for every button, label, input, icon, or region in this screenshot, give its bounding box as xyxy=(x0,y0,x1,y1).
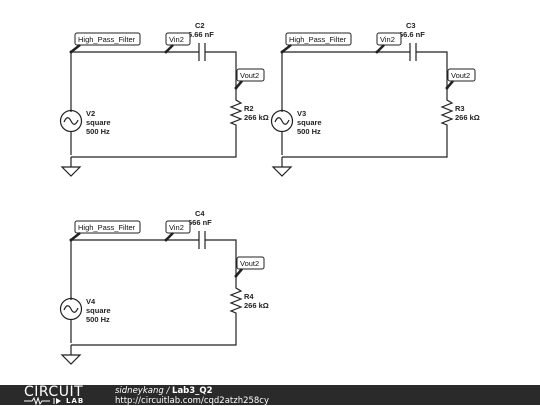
vout-label-text: Vout2 xyxy=(451,71,470,80)
source-name: V3 xyxy=(297,109,306,118)
net-label-text: High_Pass_Filter xyxy=(78,223,136,232)
source-frequency: 500 Hz xyxy=(86,127,110,136)
vout-label-box xyxy=(236,68,265,82)
resistor-value: 266 kΩ xyxy=(455,113,480,122)
ground-icon xyxy=(60,166,82,177)
vout-label-box xyxy=(447,68,476,82)
circuit-url[interactable]: http://circuitlab.com/cqd2atzh258cy xyxy=(115,396,270,406)
wire-bottom xyxy=(71,316,237,346)
net-label-text: High_Pass_Filter xyxy=(78,35,136,44)
net-label-pointer xyxy=(70,232,81,241)
net-label-high-pass-filter[interactable]: High_Pass_Filter xyxy=(281,32,352,53)
vout-label-text: Vout2 xyxy=(240,259,259,268)
sine-wave-icon xyxy=(63,117,79,125)
net-label-pointer xyxy=(281,44,292,53)
source-type: square xyxy=(297,118,322,127)
vout-label-box xyxy=(236,256,265,270)
net-label-box xyxy=(74,32,141,46)
source-frequency: 500 Hz xyxy=(86,315,110,324)
source-name: V2 xyxy=(86,109,95,118)
ground-icon xyxy=(60,354,82,365)
vin-label-pointer xyxy=(165,44,174,53)
footer-bar: CIRCUIT LAB sidneykang / Lab3_Q2 http://… xyxy=(0,384,540,406)
source-type: square xyxy=(86,306,111,315)
vout-label-pointer xyxy=(235,268,243,277)
circuit-title: Lab3_Q2 xyxy=(172,386,213,396)
wire-top-left xyxy=(70,51,199,155)
logo-sub-text: LAB xyxy=(66,397,85,405)
net-label-vin[interactable]: Vin2 xyxy=(165,32,191,53)
source-name: V4 xyxy=(86,297,96,306)
net-label-vin[interactable]: Vin2 xyxy=(165,220,191,241)
ground-icon xyxy=(271,166,293,177)
resistor-value: 266 kΩ xyxy=(244,113,269,122)
vin-label-box xyxy=(376,32,402,46)
net-label-vout[interactable]: Vout2 xyxy=(446,68,476,89)
capacitor-value: 666 nF xyxy=(188,218,212,227)
net-label-vin[interactable]: Vin2 xyxy=(376,32,402,53)
wire-top-left xyxy=(70,239,199,343)
author-link[interactable]: sidneykang xyxy=(115,386,164,396)
vin-label-text: Vin2 xyxy=(169,35,184,44)
vin-label-box xyxy=(165,32,191,46)
vin-label-text: Vin2 xyxy=(169,223,184,232)
vout-label-pointer xyxy=(235,80,243,89)
capacitor-name: C2 xyxy=(195,21,205,30)
net-label-pointer xyxy=(70,44,81,53)
net-label-high-pass-filter[interactable]: High_Pass_Filter xyxy=(70,220,141,241)
net-label-box xyxy=(74,220,141,234)
vout-label-text: Vout2 xyxy=(240,71,259,80)
capacitor-value: 66.6 nF xyxy=(399,30,425,39)
vin-label-pointer xyxy=(165,232,174,241)
wire-top-right xyxy=(205,239,237,285)
resistor-name: R3 xyxy=(455,104,465,113)
separator: / xyxy=(166,386,170,396)
wire-top-right xyxy=(205,51,237,97)
capacitor-name: C3 xyxy=(406,21,416,30)
resistor-symbol xyxy=(229,285,243,316)
vin-label-box xyxy=(165,220,191,234)
net-label-high-pass-filter[interactable]: High_Pass_Filter xyxy=(70,32,141,53)
sine-wave-icon xyxy=(63,305,79,313)
net-label-text: High_Pass_Filter xyxy=(289,35,347,44)
net-label-box xyxy=(285,32,352,46)
resistor-symbol xyxy=(440,97,454,128)
capacitor-name: C4 xyxy=(195,209,205,218)
circuitlab-logo-icon xyxy=(24,397,61,405)
net-label-vout[interactable]: Vout2 xyxy=(235,68,265,89)
net-label-vout[interactable]: Vout2 xyxy=(235,256,265,277)
wire-bottom xyxy=(71,128,237,158)
vin-label-pointer xyxy=(376,44,385,53)
wire-top-right xyxy=(416,51,448,97)
vin-label-text: Vin2 xyxy=(380,35,395,44)
resistor-symbol xyxy=(229,97,243,128)
logo-text: CIRCUIT xyxy=(24,384,84,400)
vout-label-pointer xyxy=(446,80,454,89)
capacitor-value: 6.66 nF xyxy=(188,30,214,39)
source-frequency: 500 Hz xyxy=(297,127,321,136)
wire-top-left xyxy=(281,51,410,155)
author-title-line: sidneykang / Lab3_Q2 xyxy=(115,386,213,396)
resistor-name: R4 xyxy=(244,292,254,301)
source-type: square xyxy=(86,118,111,127)
wire-bottom xyxy=(282,128,448,158)
sine-wave-icon xyxy=(274,117,290,125)
resistor-value: 266 kΩ xyxy=(244,301,269,310)
resistor-name: R2 xyxy=(244,104,254,113)
